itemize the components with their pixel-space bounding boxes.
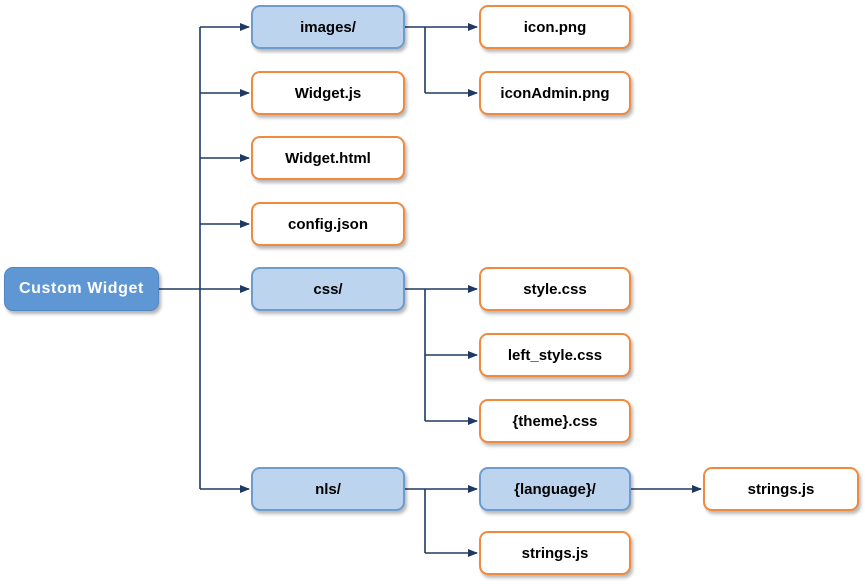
file-node-config-json: config.json: [251, 202, 405, 246]
folder-node-nls: nls/: [251, 467, 405, 511]
file-node-theme-css: {theme}.css: [479, 399, 631, 443]
folder-node-images: images/: [251, 5, 405, 49]
root-node-custom-widget: Custom Widget: [4, 267, 159, 311]
file-node-widget-js: Widget.js: [251, 71, 405, 115]
file-node-icon-png: icon.png: [479, 5, 631, 49]
file-node-style-css: style.css: [479, 267, 631, 311]
file-node-left-style-css: left_style.css: [479, 333, 631, 377]
file-node-nls-strings-js: strings.js: [479, 531, 631, 575]
folder-node-language: {language}/: [479, 467, 631, 511]
file-node-language-strings-js: strings.js: [703, 467, 859, 511]
folder-node-css: css/: [251, 267, 405, 311]
file-node-widget-html: Widget.html: [251, 136, 405, 180]
file-node-icon-admin-png: iconAdmin.png: [479, 71, 631, 115]
